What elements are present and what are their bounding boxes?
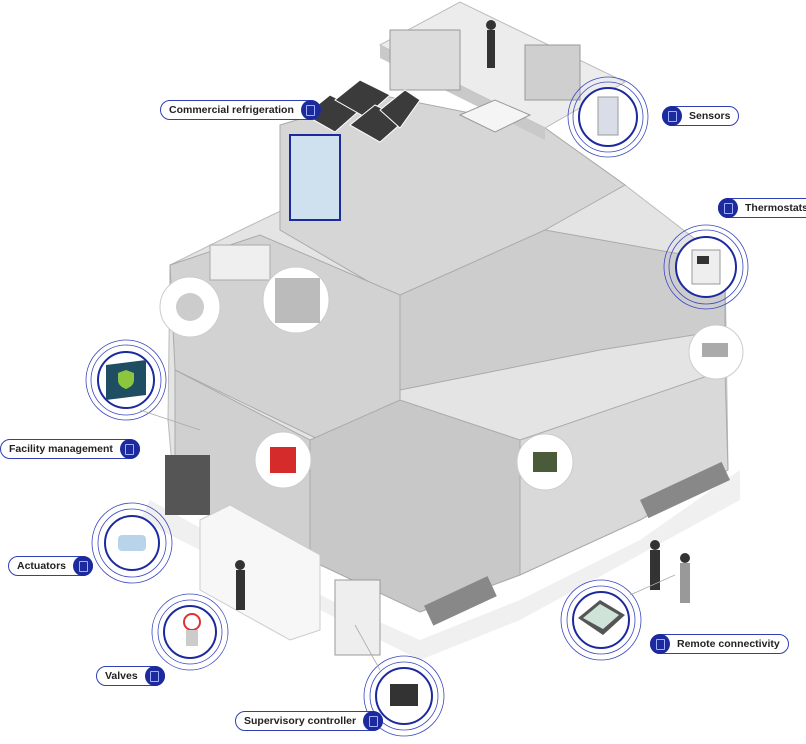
document-icon bbox=[119, 439, 140, 459]
solar-panels bbox=[304, 79, 421, 143]
document-icon bbox=[73, 556, 94, 576]
label-sensors[interactable]: Sensors bbox=[662, 106, 740, 126]
controller-icon bbox=[390, 684, 418, 706]
document-icon bbox=[718, 198, 738, 218]
label-thermostats[interactable]: Thermostats bbox=[718, 198, 806, 218]
document-icon bbox=[144, 666, 165, 686]
plant-room bbox=[199, 504, 321, 641]
document-icon bbox=[662, 106, 682, 126]
actuator-icon bbox=[118, 535, 146, 551]
control-cabinet bbox=[334, 579, 381, 656]
motion-sensor-icon bbox=[597, 96, 619, 136]
document-icon bbox=[363, 711, 384, 731]
refrigeration-cabinet bbox=[289, 134, 341, 221]
document-icon bbox=[650, 634, 670, 654]
thermostat-icon bbox=[691, 249, 721, 285]
label-actuators[interactable]: Actuators bbox=[8, 556, 94, 576]
rooftop-chiller bbox=[524, 44, 581, 101]
outdoor-unit bbox=[165, 455, 210, 515]
label-supervisory-controller[interactable]: Supervisory controller bbox=[235, 711, 384, 731]
rooftop-unit bbox=[389, 29, 461, 91]
label-commercial-refrigeration[interactable]: Commercial refrigeration bbox=[160, 100, 321, 120]
document-icon bbox=[300, 100, 321, 120]
label-valves[interactable]: Valves bbox=[96, 666, 165, 686]
label-facility-management[interactable]: Facility management bbox=[0, 439, 140, 459]
label-remote-connectivity[interactable]: Remote connectivity bbox=[650, 634, 789, 654]
